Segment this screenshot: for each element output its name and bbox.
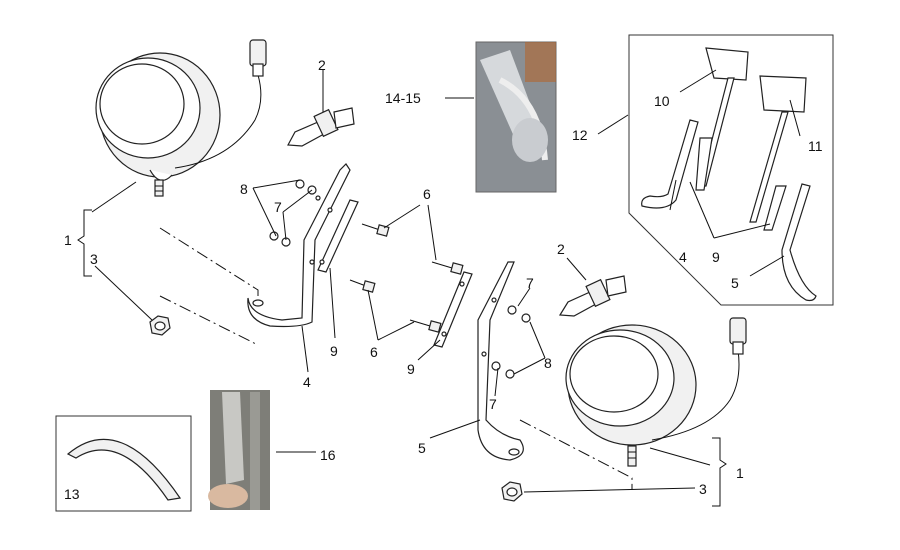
bracket-left (247, 163, 351, 328)
callout-3-left: 3 (90, 251, 98, 267)
callout-4-inset: 4 (679, 249, 687, 265)
callout-6-bottom: 6 (370, 344, 378, 360)
callout-7-right-bottom: 7 (489, 396, 497, 412)
bulb-middle (558, 275, 627, 317)
callout-8-left: 8 (240, 181, 248, 197)
callout-5-mid: 5 (418, 440, 426, 456)
bulb-top (287, 107, 355, 147)
callout-8-right: 8 (544, 355, 552, 371)
callout-5-inset: 5 (731, 275, 739, 291)
callout-9-inset: 9 (712, 249, 720, 265)
wire-connector-left (174, 39, 267, 169)
bracket-right (477, 261, 524, 461)
headlamp-left (95, 52, 221, 197)
callout-13: 13 (64, 486, 80, 502)
inset-box-visor (55, 415, 192, 512)
callout-9-left: 9 (330, 343, 338, 359)
plate-left (317, 199, 359, 273)
callout-2-top: 2 (318, 57, 326, 73)
leader-lines (77, 69, 801, 507)
callout-12: 12 (572, 127, 588, 143)
screws-left (349, 223, 390, 293)
nut-right (501, 481, 523, 502)
callout-6-top: 6 (423, 186, 431, 202)
callout-7-right-top: 7 (526, 275, 534, 291)
callout-14-15: 14-15 (385, 90, 421, 106)
callout-2-mid: 2 (557, 241, 565, 257)
callout-3-right: 3 (699, 481, 707, 497)
screws-middle (409, 261, 464, 333)
plate-middle (433, 271, 473, 348)
nut-left (149, 315, 171, 336)
callout-7-left: 7 (274, 199, 282, 215)
washers-right (491, 305, 531, 379)
inset-box-kit (628, 34, 834, 306)
callout-1-right: 1 (736, 465, 744, 481)
callout-16: 16 (320, 447, 336, 463)
callout-9-mid: 9 (407, 361, 415, 377)
photo-inset-16 (208, 390, 270, 510)
photo-inset-14-15 (475, 41, 557, 193)
callout-4-left: 4 (303, 374, 311, 390)
headlamp-right (565, 324, 697, 467)
callout-10: 10 (654, 93, 670, 109)
callout-1-left: 1 (64, 232, 72, 248)
callout-11: 11 (808, 138, 823, 154)
wire-connector-right (651, 317, 747, 441)
